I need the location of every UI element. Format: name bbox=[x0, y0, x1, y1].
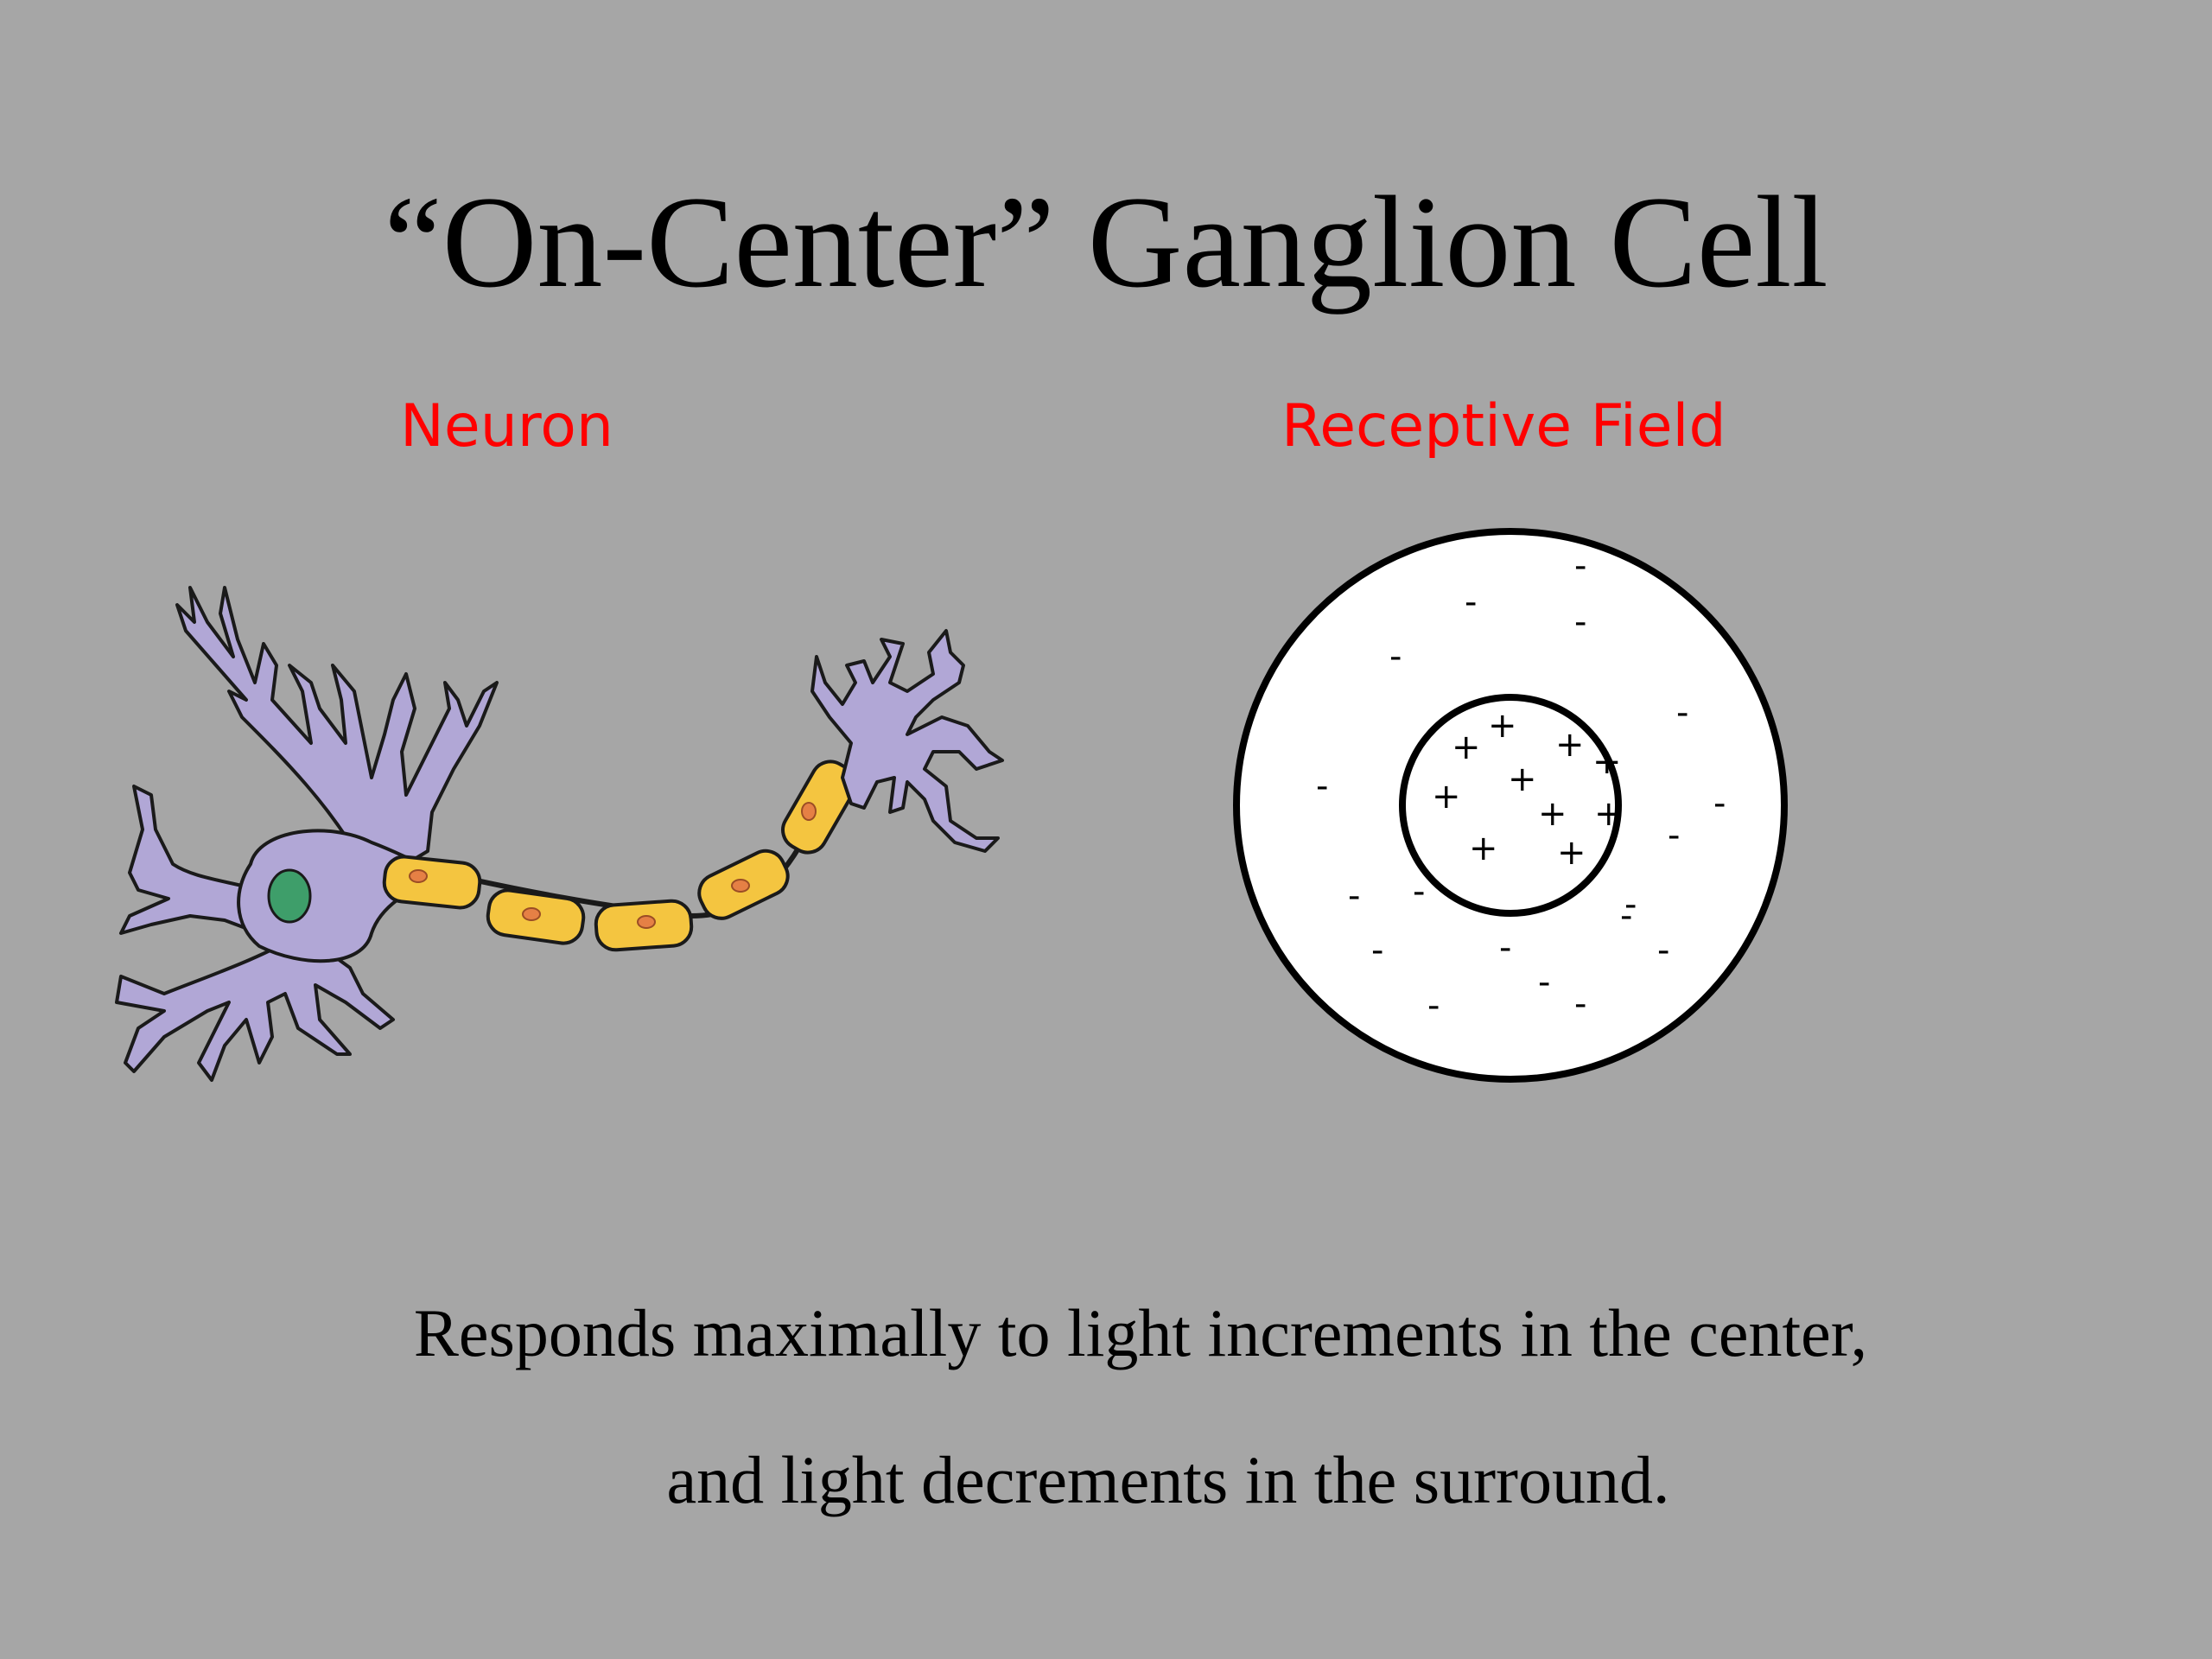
center-plus-sign: + bbox=[1557, 833, 1586, 873]
surround-minus-sign: - bbox=[1574, 546, 1586, 586]
surround-minus-sign: - bbox=[1413, 872, 1425, 912]
receptive-field-center bbox=[1399, 694, 1622, 917]
caption-line-1: Responds maximally to light increments i… bbox=[413, 1295, 1868, 1370]
center-plus-sign: + bbox=[1488, 706, 1517, 746]
center-plus-sign: + bbox=[1594, 794, 1624, 834]
center-plus-sign: + bbox=[1508, 760, 1537, 799]
surround-minus-sign: - bbox=[1624, 885, 1637, 925]
surround-minus-sign: - bbox=[1348, 876, 1360, 916]
surround-minus-sign: - bbox=[1668, 816, 1680, 855]
surround-minus-sign: - bbox=[1465, 582, 1477, 622]
receptive-field-label: Receptive Field bbox=[1281, 392, 1726, 461]
slide-title: “On-Center” Ganglion Cell bbox=[384, 169, 1828, 315]
surround-minus-sign: - bbox=[1316, 766, 1328, 806]
surround-minus-sign: - bbox=[1657, 931, 1669, 970]
axon-terminals bbox=[810, 629, 1004, 853]
neuron-label: Neuron bbox=[400, 392, 613, 461]
center-plus-sign: + bbox=[1555, 725, 1585, 765]
surround-minus-sign: - bbox=[1389, 637, 1402, 677]
center-plus-sign: + bbox=[1432, 777, 1461, 817]
neuron-nucleus bbox=[267, 868, 312, 924]
center-plus-sign: + bbox=[1538, 794, 1567, 834]
surround-minus-sign: - bbox=[1620, 896, 1632, 936]
surround-signs: ------------------ bbox=[1316, 546, 1726, 1026]
surround-minus-sign: - bbox=[1574, 602, 1586, 642]
myelin-nuclei bbox=[409, 802, 817, 929]
surround-minus-sign: - bbox=[1371, 931, 1383, 970]
center-plus-sign: + bbox=[1469, 829, 1498, 868]
center-plus-sign: + bbox=[1452, 728, 1481, 767]
surround-minus-sign: - bbox=[1713, 784, 1726, 823]
center-plus-sign: + bbox=[1592, 742, 1622, 782]
surround-minus-sign: - bbox=[1499, 928, 1511, 968]
center-signs: ++++++++++ bbox=[1432, 706, 1624, 873]
surround-minus-sign: - bbox=[1676, 693, 1688, 733]
surround-minus-sign: - bbox=[1538, 963, 1550, 1002]
caption-line-2: and light decrements in the surround. bbox=[666, 1442, 1670, 1517]
surround-minus-sign: - bbox=[1427, 986, 1440, 1026]
surround-minus-sign: - bbox=[1574, 984, 1586, 1024]
